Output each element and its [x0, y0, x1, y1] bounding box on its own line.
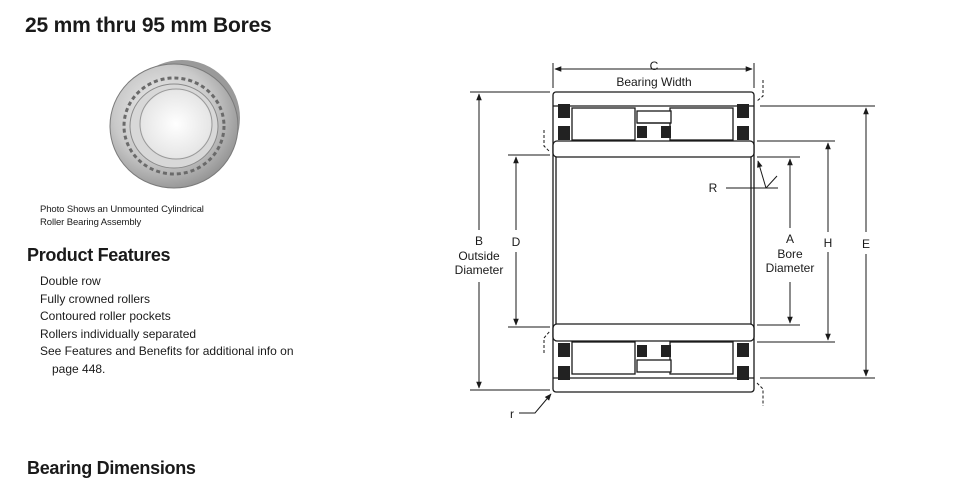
label-outside: Outside — [458, 249, 500, 263]
feature-item: Rollers individually separated — [40, 326, 197, 341]
product-features-list: Double row Fully crowned rollers Contour… — [40, 273, 320, 378]
feature-item: Fully crowned rollers — [40, 291, 151, 306]
cage-section — [558, 104, 749, 380]
photo-caption: Photo Shows an Unmounted Cylindrical Rol… — [40, 203, 240, 229]
page-title: 25 mm thru 95 mm Bores — [25, 14, 272, 37]
photo-caption-line: Roller Bearing Assembly — [40, 217, 142, 228]
label-r-lower: r — [510, 407, 514, 421]
bearing-section — [552, 91, 755, 393]
label-e: E — [862, 237, 870, 251]
label-bearing-width: Bearing Width — [616, 75, 691, 89]
label-outside-diameter: Diameter — [455, 263, 504, 277]
label-r-upper: R — [709, 181, 718, 195]
label-bore: Bore — [777, 247, 803, 261]
bearing-dimensions-heading: Bearing Dimensions — [27, 458, 196, 478]
bearing-photo — [109, 60, 240, 189]
feature-item: Contoured roller pockets — [40, 309, 171, 323]
bearing-cross-section-diagram: C Bearing Width B Outside Diameter D R A… — [455, 59, 875, 421]
label-c: C — [650, 59, 659, 73]
label-a: A — [786, 232, 794, 246]
feature-item: Double row — [40, 274, 101, 288]
product-features-heading: Product Features — [27, 245, 171, 265]
label-bore-diameter: Diameter — [766, 261, 815, 275]
label-d: D — [512, 235, 521, 249]
feature-item: See Features and Benefits for additional… — [40, 344, 294, 376]
label-b: B — [475, 234, 483, 248]
photo-caption-line: Photo Shows an Unmounted Cylindrical — [40, 204, 204, 215]
label-h: H — [824, 236, 833, 250]
